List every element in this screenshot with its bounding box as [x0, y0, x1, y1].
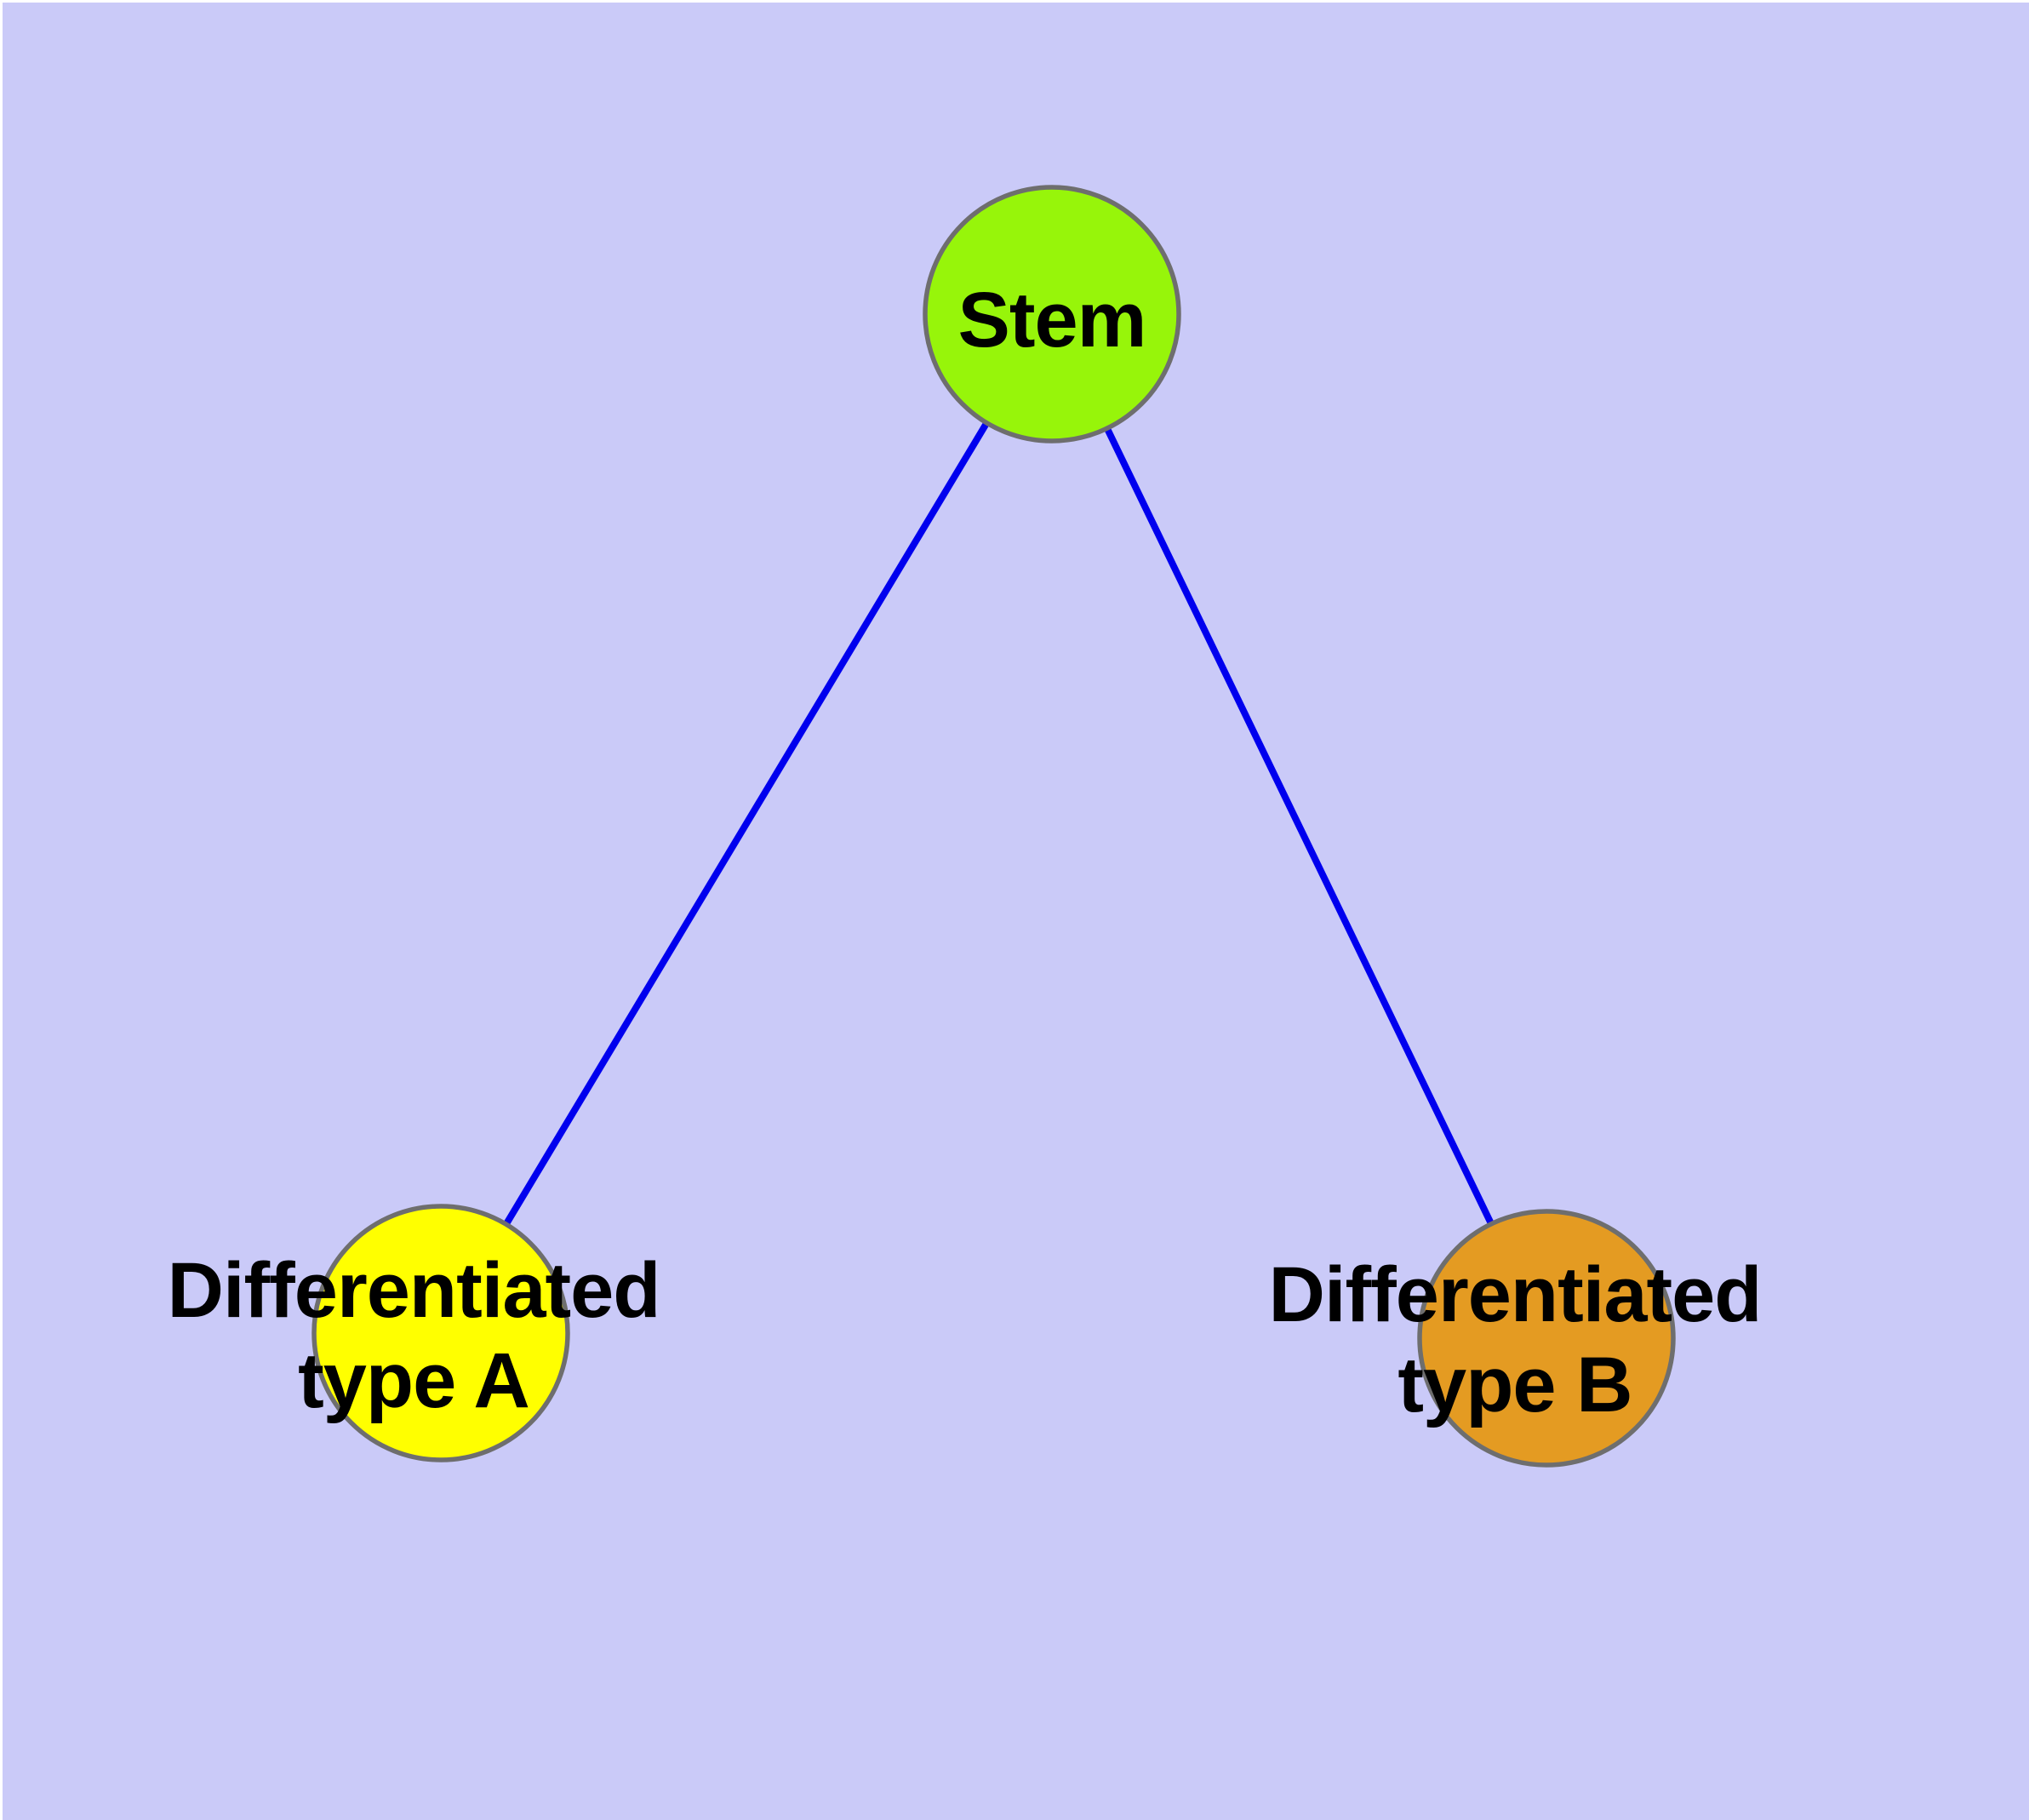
node-label-differentiated-type-b: Differentiated type B: [1268, 1250, 1763, 1430]
page-edge-top: [0, 0, 2029, 3]
node-differentiated-type-b: [1417, 1209, 1676, 1468]
node-label-differentiated-type-a: Differentiated type A: [167, 1245, 661, 1426]
edge-stem-to-type-a: [437, 312, 1055, 1336]
node-label-line1: Differentiated: [167, 1247, 661, 1334]
node-label-stem: Stem: [957, 277, 1147, 363]
node-label-line1: Differentiated: [1268, 1251, 1763, 1338]
node-differentiated-type-a: [311, 1204, 570, 1462]
node-label-line2: type B: [1397, 1342, 1632, 1428]
node-stem: [923, 185, 1181, 444]
edge-stem-to-type-b: [1049, 312, 1550, 1340]
node-label-line2: type A: [298, 1337, 530, 1424]
page-edge-left: [0, 0, 3, 1820]
